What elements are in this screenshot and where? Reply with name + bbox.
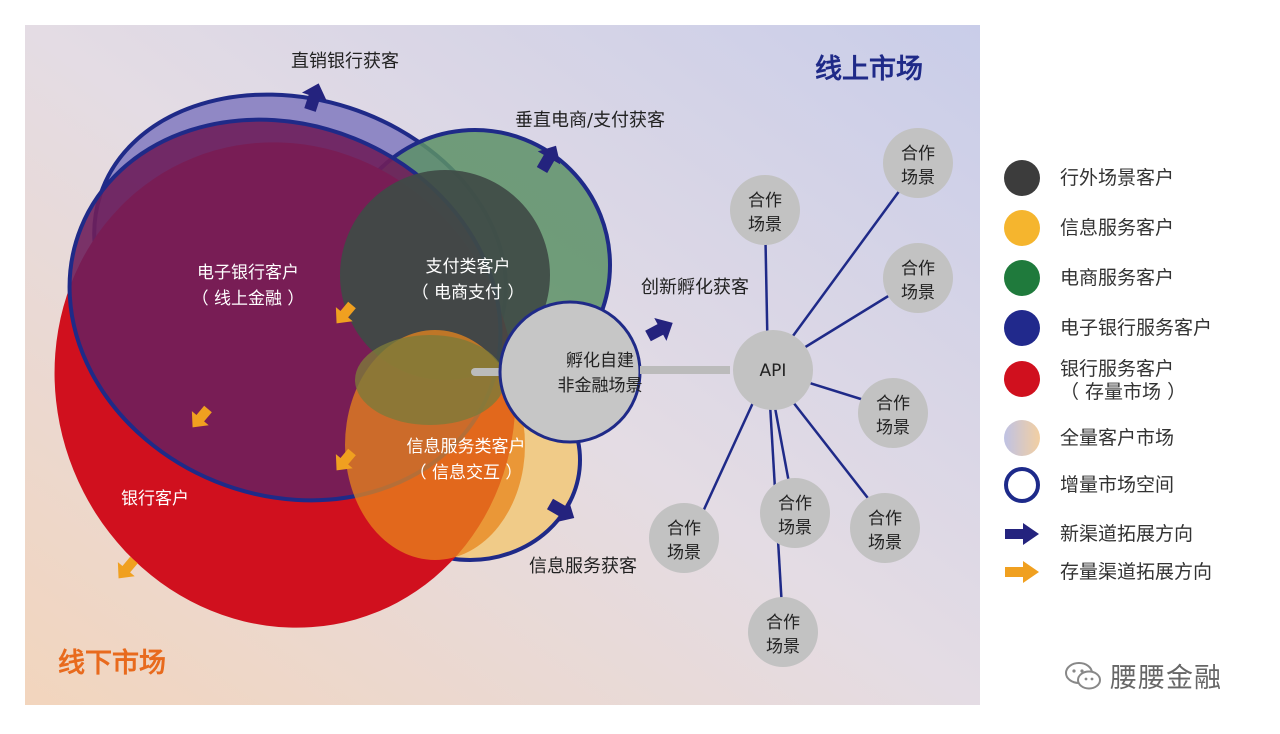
ebank-label-line2: （ 线上金融 ） <box>192 289 305 309</box>
ecommerce-arrow <box>536 145 561 173</box>
existing-channel-arrows <box>117 301 356 579</box>
scene-node-label: 场景 <box>748 215 782 235</box>
scene-node-circle <box>883 128 953 198</box>
ring-icon <box>1004 467 1040 503</box>
legend-label: 电商服务客户 <box>1060 266 1175 289</box>
scene-node-circle <box>858 378 928 448</box>
api-label: API <box>760 361 787 381</box>
scene-node-label: 合作 <box>748 191 782 211</box>
legend-item-growth-space: 增量市场空间 <box>1004 465 1174 505</box>
legend-item-new-channel: 新渠道拓展方向 <box>1004 514 1193 554</box>
info-service-arrow <box>547 498 575 523</box>
yellow-dot-icon <box>1004 210 1040 246</box>
direct-bank-channel-label: 直销银行获客 <box>291 51 399 72</box>
legend-item-ebank: 电子银行服务客户 <box>1004 308 1212 348</box>
scene-node-label: 合作 <box>766 613 800 633</box>
watermark: 腰腰金融 <box>1064 656 1222 695</box>
scene-node-label: 场景 <box>876 418 910 438</box>
watermark-text: 腰腰金融 <box>1110 663 1222 694</box>
scene-node-label: 场景 <box>901 283 935 303</box>
wechat-icon <box>1065 661 1101 689</box>
scene-node-label: 合作 <box>901 259 935 279</box>
scene-node-circle <box>883 243 953 313</box>
payment-customers-circle <box>340 170 550 380</box>
legend-label: 增量市场空间 <box>1060 473 1175 496</box>
info-label-line2: （ 信息交互 ） <box>410 463 523 483</box>
scene-node-label: 合作 <box>778 494 812 514</box>
scene-node-label: 场景 <box>901 168 935 188</box>
legend-label: 电子银行服务客户 <box>1060 316 1213 339</box>
legend-item-bank-service: 银行服务客户 （ 存量市场 ） <box>1004 358 1186 414</box>
scene-node-label: 合作 <box>876 394 910 414</box>
legend-item-ecommerce: 电商服务客户 <box>1004 258 1174 298</box>
orange-arrow-1 <box>335 301 356 324</box>
legend-item-external-scene: 行外场景客户 <box>1004 158 1174 198</box>
scene-node-circle <box>760 478 830 548</box>
legend-item-total-market: 全量客户市场 <box>1004 418 1174 458</box>
innovation-arrow <box>645 317 673 342</box>
scene-node-label: 合作 <box>868 509 902 529</box>
scene-node-circle <box>748 597 818 667</box>
legend-label: 银行服务客户 （ 存量市场 ） <box>1060 358 1186 404</box>
info-service-channel-label: 信息服务获客 <box>529 556 637 577</box>
legend-label: 新渠道拓展方向 <box>1060 522 1194 545</box>
orange-arrow-2 <box>191 405 212 428</box>
scene-node-label: 场景 <box>667 543 701 563</box>
green-dot-icon <box>1004 260 1040 296</box>
legend-label: 存量渠道拓展方向 <box>1060 560 1213 583</box>
innovation-channel-label: 创新孵化获客 <box>641 277 749 298</box>
bank-label: 银行客户 <box>121 489 189 509</box>
incubator-label-line1: 孵化自建 <box>566 351 634 371</box>
info-label-line1: 信息服务类客户 <box>407 437 526 457</box>
offline-market-label: 线下市场 <box>58 647 166 679</box>
dark-dot-icon <box>1004 160 1040 196</box>
navy-arrow-icon <box>1004 516 1040 552</box>
info-payment-overlap <box>355 335 505 425</box>
scene-node-label: 场景 <box>868 533 902 553</box>
incubator-circle <box>498 300 642 444</box>
ecommerce-channel-label: 垂直电商/支付获客 <box>515 110 665 131</box>
navy-dot-icon <box>1004 310 1040 346</box>
legend-label: 全量客户市场 <box>1060 426 1175 449</box>
scene-node-circle <box>730 175 800 245</box>
ebank-label-line1: 电子银行客户 <box>197 263 299 283</box>
scene-node-circle <box>850 493 920 563</box>
api-node <box>733 330 813 410</box>
legend-label-sub: （ 存量市场 ） <box>1060 381 1187 403</box>
red-dot-icon <box>1004 361 1040 397</box>
orange-arrow-4 <box>117 556 138 579</box>
direct-bank-arrow <box>301 83 327 112</box>
orange-arrow-3 <box>335 448 356 471</box>
legend-item-info-service: 信息服务客户 <box>1004 208 1174 248</box>
orange-arrow-icon <box>1004 554 1040 590</box>
payment-label-line2: （ 电商支付 ） <box>412 283 525 303</box>
online-market-label: 线上市场 <box>815 53 923 85</box>
scene-node-circle <box>649 503 719 573</box>
legend-item-existing-channel: 存量渠道拓展方向 <box>1004 552 1212 592</box>
legend-label-main: 银行服务客户 <box>1060 358 1175 380</box>
gradient-dot-icon <box>1004 420 1040 456</box>
payment-label-line1: 支付类客户 <box>426 257 511 277</box>
incubator-label-line2: 非金融场景 <box>558 376 643 396</box>
scene-node-label: 合作 <box>901 144 935 164</box>
scene-node-label: 合作 <box>667 519 701 539</box>
legend-label: 信息服务客户 <box>1060 216 1175 239</box>
legend-label: 行外场景客户 <box>1060 166 1175 189</box>
scene-node-label: 场景 <box>766 637 800 657</box>
new-channel-arrows <box>301 83 673 523</box>
scene-node-label: 场景 <box>778 518 812 538</box>
